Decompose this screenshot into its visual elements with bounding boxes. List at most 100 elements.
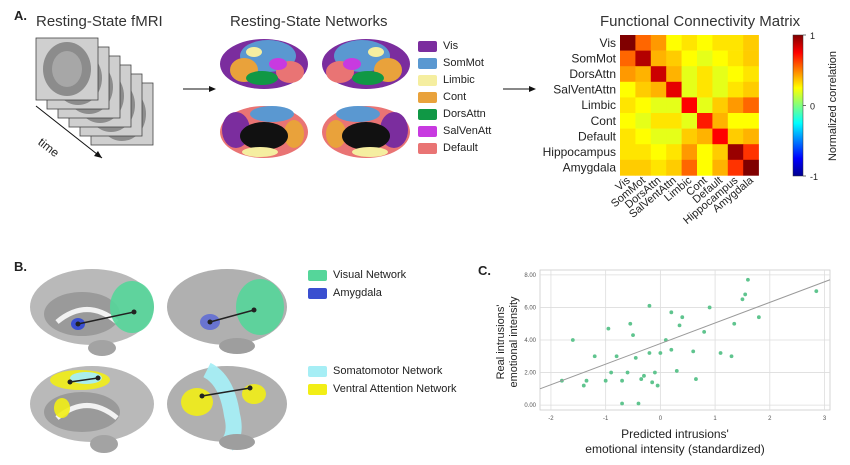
scatter-point (729, 354, 734, 359)
heatmap-cell (635, 128, 652, 145)
scatter-point (592, 354, 597, 359)
legend-label: Amygdala (333, 287, 382, 299)
legend-swatch (418, 57, 437, 69)
legend-label: DorsAttn (443, 108, 486, 120)
heatmap-cell (681, 128, 698, 145)
legend-ventral-attention-network: Ventral Attention Network (308, 383, 457, 395)
network-legend-vis: Vis (418, 40, 458, 52)
heatmap-cell (666, 144, 682, 161)
heatmap-cell (712, 128, 729, 145)
scatter-point (606, 326, 611, 331)
colorbar-label: Normalized correlation (827, 51, 839, 161)
scatter-point (653, 370, 657, 375)
heatmap-cell (697, 35, 713, 51)
heatmap-cell (727, 81, 744, 98)
panel-b-label: B. (14, 259, 27, 274)
brain-medial-somatomotor-ventral (30, 366, 154, 453)
heatmap-cell (743, 81, 759, 98)
legend-visual-network: Visual Network (308, 269, 406, 281)
scatter-point (628, 321, 633, 326)
x-tick-label: -2 (548, 416, 554, 422)
heatmap-cell (743, 159, 759, 176)
heatmap-cell (727, 113, 744, 129)
heatmap-cell (666, 35, 682, 51)
brain-renderings (30, 269, 287, 453)
scatter-point (691, 349, 696, 354)
colorbar (792, 34, 804, 177)
heatmap-cell (681, 35, 698, 51)
heatmap-row-label: SalVentAttn (553, 83, 616, 97)
heatmap-cell (712, 159, 729, 176)
heatmap-cell (650, 66, 667, 83)
heatmap-cell (727, 159, 744, 176)
scatter-point (756, 315, 761, 320)
heatmap-cell (727, 144, 744, 161)
heatmap-cell (681, 159, 698, 176)
legend-swatch (418, 125, 437, 137)
scatter-point (669, 347, 674, 352)
scatter-point (669, 310, 674, 315)
heatmap-cell (697, 66, 713, 83)
scatter-point (642, 373, 646, 378)
colorbar-tick-label: 1 (810, 31, 815, 41)
x-tick-label: 2 (768, 416, 772, 422)
legend-label: SalVenAtt (443, 125, 492, 137)
heatmap-cell (681, 144, 698, 161)
panel-c-label: C. (478, 263, 491, 278)
heatmap-cell (666, 66, 682, 83)
legend-swatch (418, 142, 437, 154)
scatter-point (680, 315, 685, 320)
scatter-point (655, 383, 660, 388)
legend-swatch (308, 365, 327, 377)
scatter-point (707, 305, 712, 310)
heatmap-cell (620, 144, 636, 161)
legend-swatch (418, 108, 437, 120)
heatmap-cell (712, 113, 729, 129)
heatmap-cell (697, 50, 713, 67)
network-legend-salvenatt: SalVenAtt (418, 125, 491, 137)
networks-title: Resting-State Networks (230, 13, 388, 30)
heatmap-cell (650, 113, 667, 129)
x-tick-label: 1 (713, 416, 717, 422)
heatmap-cell (620, 66, 636, 83)
colorbar-tick-label: -1 (810, 172, 818, 182)
heatmap-cell (681, 97, 698, 114)
heatmap-row-label: Cont (591, 114, 617, 128)
arrow-icon (503, 86, 536, 92)
legend-label: Visual Network (333, 269, 407, 281)
legend-swatch (308, 287, 327, 299)
heatmap-cell (697, 97, 713, 114)
heatmap-cell (727, 128, 744, 145)
heatmap-cell (635, 81, 652, 98)
heatmap-cell (681, 66, 698, 83)
scatter-point (570, 338, 575, 342)
heatmap-cell (743, 128, 759, 145)
legend-swatch (418, 91, 437, 103)
heatmap-row-label: DorsAttn (569, 67, 616, 81)
scatter-point (625, 370, 630, 375)
scatter-point (647, 351, 652, 355)
heatmap-cell (712, 66, 729, 83)
heatmap-cell (666, 128, 682, 145)
scatter-point (620, 378, 624, 383)
heatmap-cell (743, 144, 759, 161)
brain-lateral-visual-amygdala (167, 269, 287, 354)
y-tick-label: 4.00 (524, 338, 536, 344)
heatmap-cell (635, 35, 652, 51)
heatmap-cell (743, 97, 759, 114)
heatmap-cell (650, 50, 667, 67)
heatmap-cell (650, 81, 667, 98)
legend-amygdala: Amygdala (308, 287, 382, 299)
scatter-point (746, 277, 750, 282)
legend-label: Somatomotor Network (333, 365, 443, 377)
heatmap-cell (620, 113, 636, 129)
heatmap-cell (635, 159, 652, 176)
heatmap-cell (681, 50, 698, 67)
fmri-volume-stack (35, 37, 154, 159)
heatmap-cell (620, 159, 636, 176)
heatmap-cell (743, 66, 759, 83)
heatmap-cell (635, 113, 652, 129)
heatmap-row-label: Default (578, 129, 617, 143)
heatmap-cell (727, 50, 744, 67)
